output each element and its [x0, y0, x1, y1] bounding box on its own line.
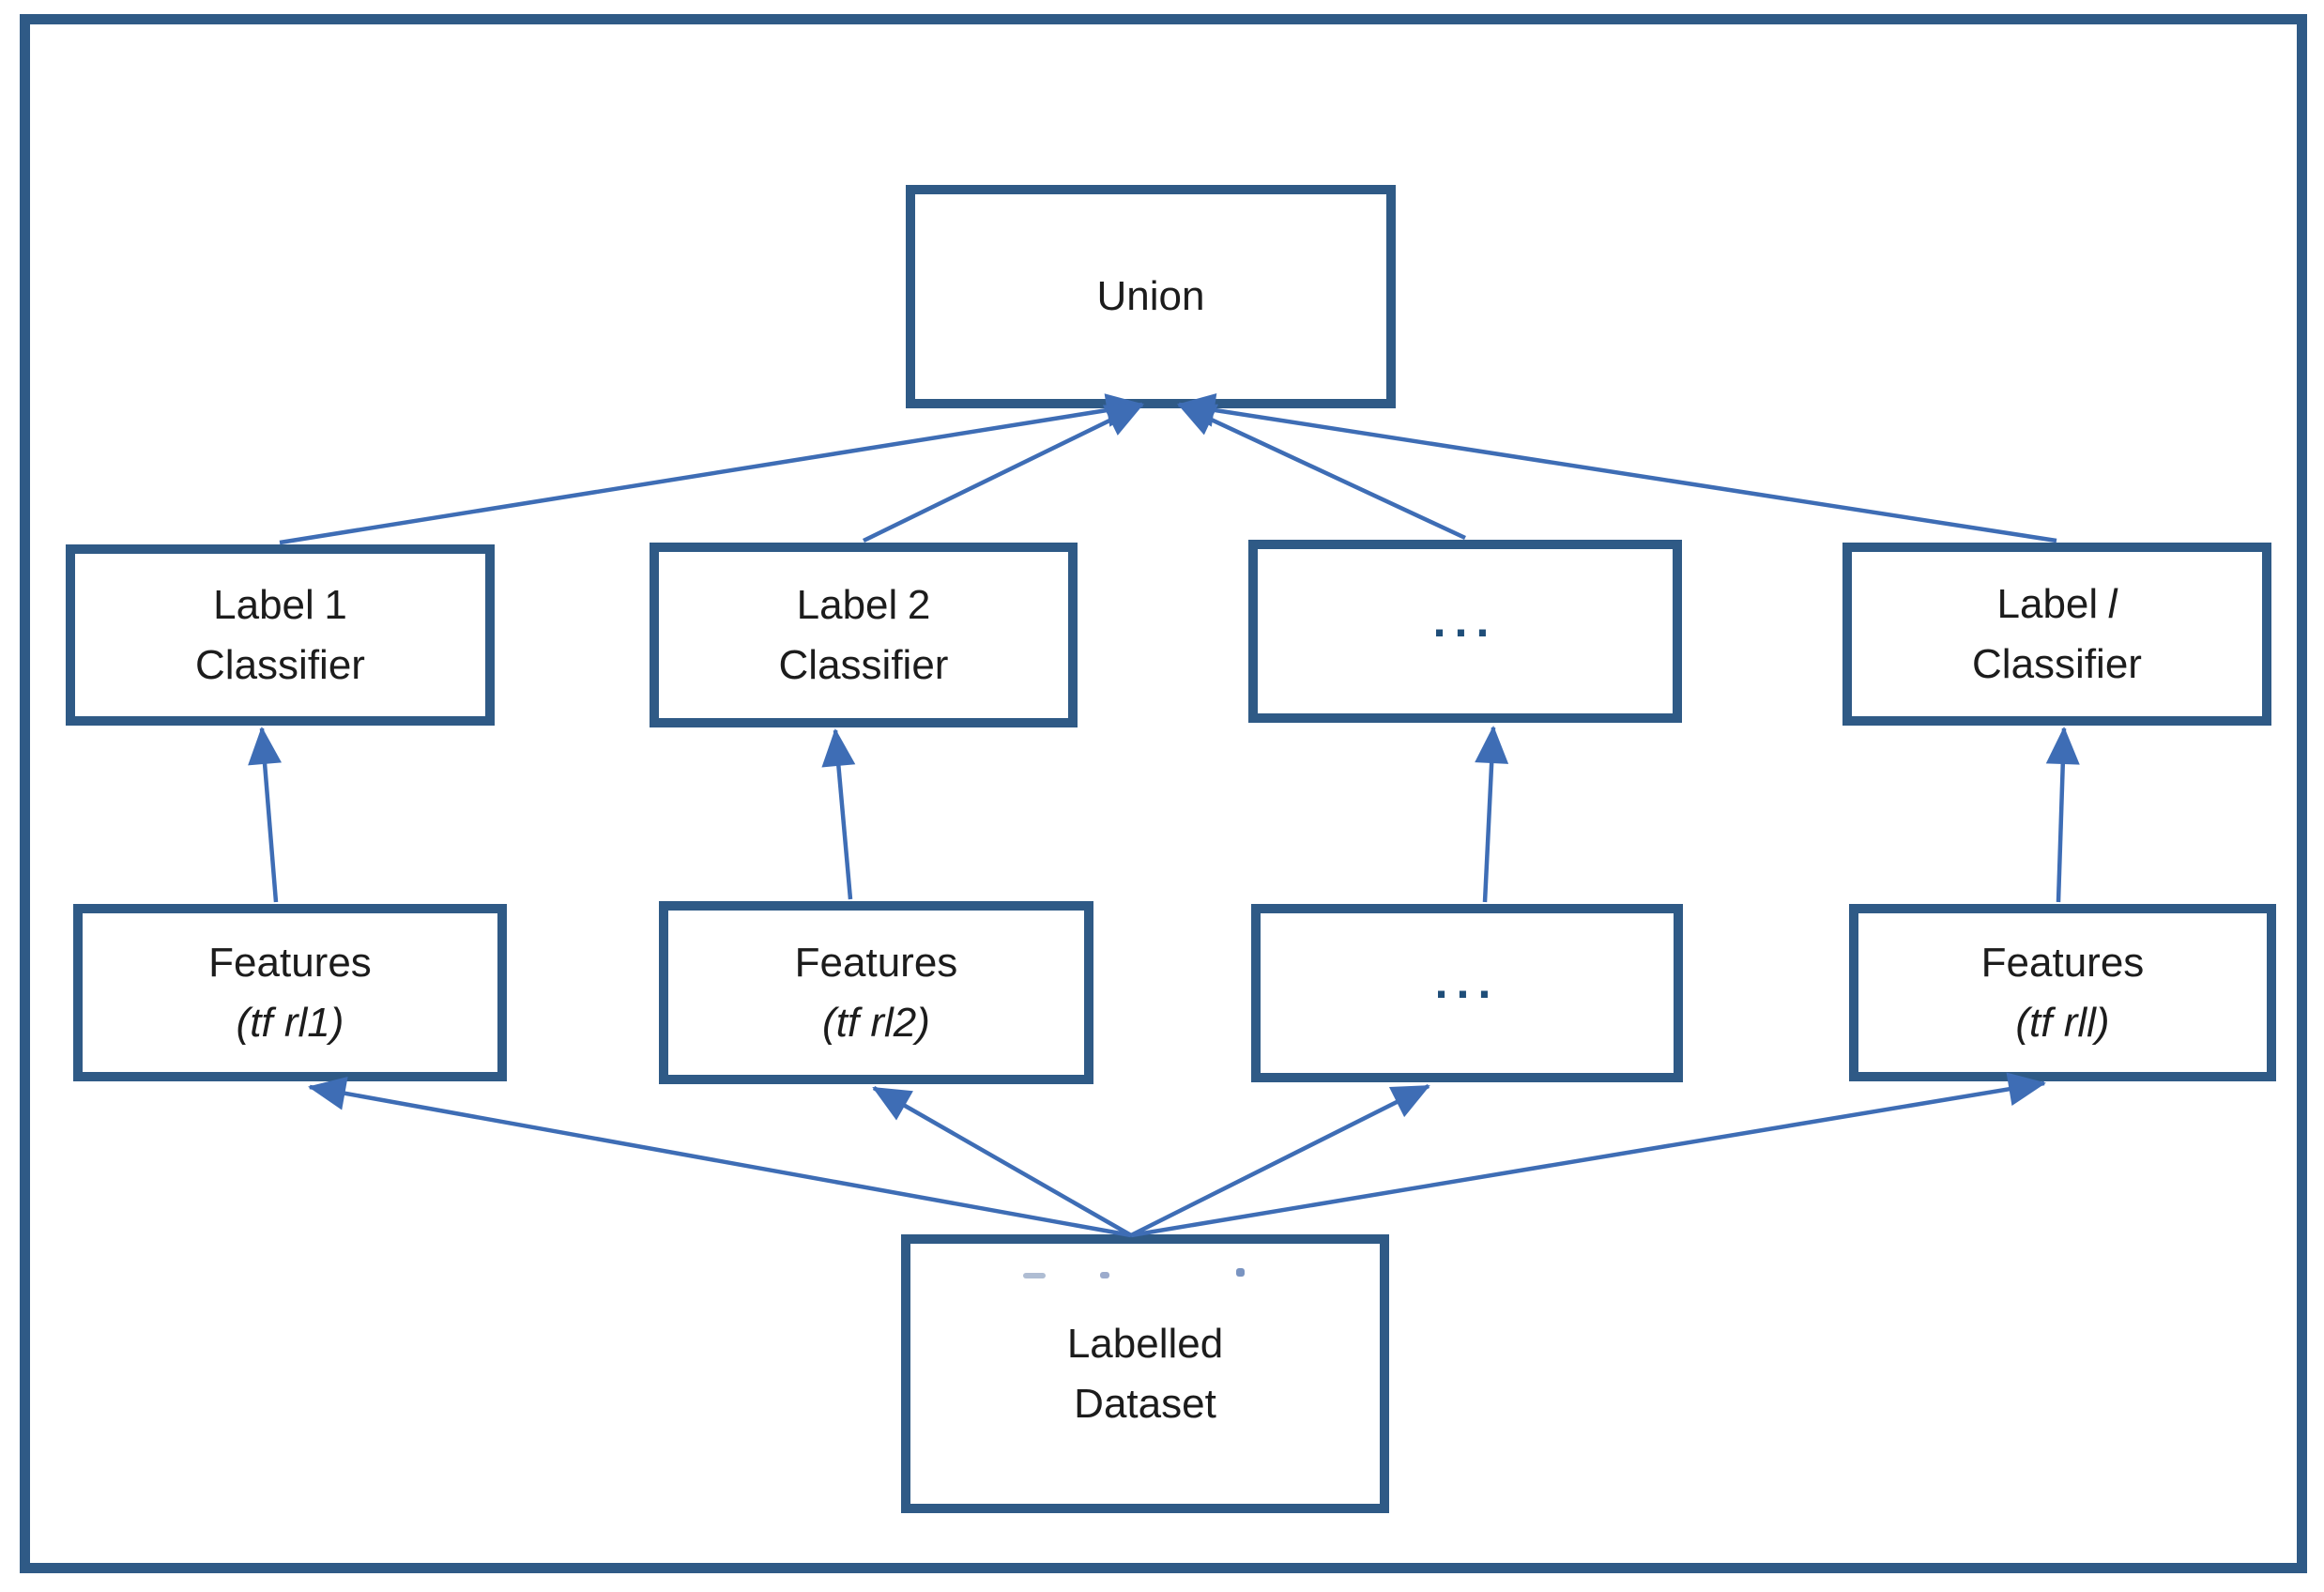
features-l-node: Features (tf rll): [1849, 904, 2276, 1081]
classifier-ellipsis-node: ...: [1248, 540, 1682, 723]
classifier-l-title-prefix: Label: [1996, 580, 2099, 627]
dataset-label-line1: Labelled: [1066, 1320, 1224, 1367]
union-node: Union: [906, 185, 1396, 408]
features-2-title: Features: [794, 939, 958, 986]
features-l-title: Features: [1980, 939, 2145, 986]
classifier-l-subtitle: Classifier: [1972, 640, 2142, 687]
dataset-label-line2: Dataset: [1074, 1380, 1216, 1427]
classifier-1-title-suffix: 1: [324, 581, 347, 628]
erased-text-artifact-1: [1023, 1273, 1046, 1278]
features-2-subtitle: (tf rl2): [822, 999, 930, 1046]
classifier-1-subtitle: Classifier: [195, 641, 365, 688]
classifier-2-subtitle: Classifier: [778, 641, 949, 688]
labelled-dataset-node: Labelled Dataset: [901, 1234, 1389, 1513]
features-1-subtitle: (tf rl1): [236, 999, 344, 1046]
features-ellipsis-node: ...: [1251, 904, 1683, 1082]
features-1-title: Features: [208, 939, 372, 986]
features-l-subtitle: (tf rll): [2015, 999, 2110, 1046]
classifier-2-title-prefix: Label: [796, 581, 898, 628]
classifier-2-title-suffix: 2: [907, 581, 931, 628]
features-1-node: Features (tf rl1): [73, 904, 507, 1081]
erased-text-artifact-3: [1236, 1268, 1245, 1277]
erased-text-artifact-2: [1100, 1272, 1109, 1278]
outer-border: [20, 14, 2307, 1573]
features-ellipsis-label: ...: [1434, 956, 1500, 1008]
features-2-node: Features (tf rl2): [659, 901, 1093, 1084]
classifier-l-title-suffix: l: [2107, 580, 2118, 627]
union-label: Union: [1096, 273, 1205, 320]
classifier-1-title-prefix: Label: [213, 581, 314, 628]
classifier-ellipsis-label: ...: [1432, 593, 1498, 647]
